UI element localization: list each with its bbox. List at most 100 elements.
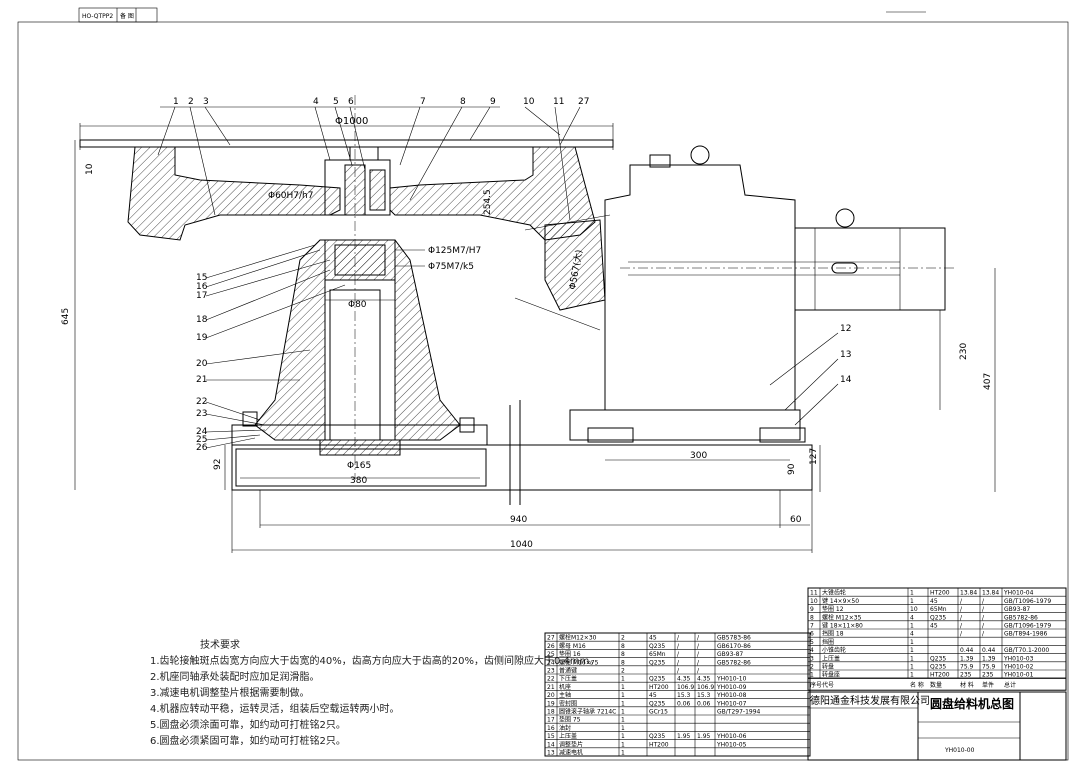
left-table-cell: 垫圈 75 — [559, 716, 581, 724]
right-table-cell: / — [960, 631, 963, 638]
right-table-header-cell: 材 料 — [960, 681, 974, 689]
fit-75: Φ75M7/k5 — [428, 262, 474, 272]
left-table-cell: / — [677, 643, 680, 650]
left-table-cell: GB/T297-1994 — [717, 709, 761, 716]
balloon-26: 26 — [196, 443, 208, 453]
left-table-cell: 调整垫片 — [559, 740, 583, 748]
right-table-cell: GB93-87 — [1004, 606, 1030, 613]
left-table-cell: 20 — [547, 692, 555, 699]
right-table-cell: 235 — [960, 672, 972, 679]
left-table-cell: YH010-10 — [716, 676, 747, 683]
left-table-cell: / — [677, 659, 680, 666]
dim-1040: 1040 — [510, 540, 533, 550]
balloon-8: 8 — [460, 97, 466, 107]
right-table-cell: 1.39 — [982, 655, 996, 662]
left-table-cell: 螺栓 M16×75 — [559, 658, 599, 666]
left-table-cell: 15.3 — [697, 692, 711, 699]
gear-motor: 300 — [509, 145, 955, 505]
right-table-cell: 1 — [910, 672, 914, 679]
note-4: 4.机器应转动平稳，运转灵活，组装后空载运转两小时。 — [150, 702, 400, 715]
left-table-cell: 2 — [621, 635, 625, 642]
base-dia: Φ165 — [347, 461, 371, 471]
balloon-11: 11 — [553, 97, 564, 107]
right-table-header-cell: 数量 — [930, 681, 942, 689]
right-table-cell: 2 — [810, 664, 814, 671]
right-table-cell: GB/T1096-1979 — [1004, 623, 1051, 630]
fit-60: Φ60H7/h7 — [268, 191, 314, 201]
balloon-2: 2 — [188, 97, 194, 107]
company-name: 德阳通金科技发展有限公司 — [810, 694, 930, 707]
balloon-19: 19 — [196, 333, 208, 343]
balloon-1: 1 — [173, 97, 179, 107]
shaft-dia: Φ80 — [348, 300, 367, 310]
dim-plate-thickness: 10 — [85, 163, 95, 175]
left-table-cell: 1 — [621, 750, 625, 757]
left-table-cell: 油封 — [559, 724, 571, 732]
right-table-cell: HT200 — [930, 590, 950, 597]
right-table-cell: 13.84 — [982, 590, 999, 597]
fit-125: Φ125M7/H7 — [428, 246, 481, 256]
tag-code: HO-QTPP2 — [82, 13, 113, 20]
right-table-cell: 45 — [930, 623, 938, 630]
left-table-cell: 1 — [621, 676, 625, 683]
right-table-cell: 垫圈 12 — [822, 605, 844, 613]
right-table-cell: / — [982, 606, 985, 613]
left-table-cell: 14 — [547, 741, 555, 748]
note-3: 3.减速电机调整垫片根据需要制做。 — [150, 686, 310, 699]
right-table-cell: / — [982, 631, 985, 638]
right-table-header-box — [807, 677, 1067, 691]
top-balloons: 1 2 3 4 5 6 7 8 9 10 11 27 — [157, 97, 589, 221]
right-table-cell: / — [960, 623, 963, 630]
drawing-border — [17, 21, 1069, 761]
balloon-7: 7 — [420, 97, 426, 107]
right-table-cell: GB/T70.1-2000 — [1004, 647, 1049, 654]
left-table-cell: 1 — [621, 725, 625, 732]
right-table-cell: YH010-01 — [1003, 672, 1034, 679]
left-table-cell: 106.9 — [697, 684, 714, 691]
balloon-3: 3 — [203, 97, 209, 107]
right-table-cell: 65Mn — [930, 606, 947, 613]
right-table-cell: 小锥齿轮 — [822, 646, 846, 654]
balloon-10: 10 — [523, 97, 535, 107]
left-table-cell: 上压盖 — [559, 732, 577, 740]
left-table-cell: 0.06 — [677, 700, 691, 707]
right-table-cell: YH010-02 — [1003, 664, 1034, 671]
left-table-cell: HT200 — [649, 741, 669, 748]
left-table-cell: YH010-07 — [716, 700, 747, 707]
note-1: 1.齿轮接触斑点齿宽方向应大于齿宽的40%，齿高方向应大于齿高的20%，齿侧间隙… — [150, 654, 599, 667]
tag-label: 备 图 — [120, 12, 134, 20]
left-table-cell: 45 — [649, 692, 657, 699]
right-table-header-cell: 代号 — [822, 681, 834, 689]
note-2: 2.机座同轴承处装配时应加足润滑脂。 — [150, 670, 320, 683]
left-table-cell: 26 — [547, 643, 555, 650]
left-table-border — [544, 632, 811, 757]
balloon-14: 14 — [840, 375, 852, 385]
right-table-cell: 8 — [810, 614, 814, 621]
dim-plate-dia: Φ1000 — [335, 116, 368, 127]
left-table-cell: GB5782-86 — [717, 659, 751, 666]
left-table-cell: 密封圈 — [559, 699, 577, 707]
left-table-cell: / — [697, 643, 700, 650]
right-table-cell: 75.9 — [982, 664, 996, 671]
left-table-cell: YH010-08 — [716, 692, 747, 699]
balloon-16: 16 — [196, 282, 208, 292]
dim-407: 407 — [983, 373, 993, 390]
right-table-cell: 键 14×9×50 — [822, 597, 859, 605]
left-table-cell: 螺栓M12×30 — [559, 634, 597, 642]
left-table-cell: Q235 — [649, 733, 665, 740]
right-table-cell: 5 — [810, 639, 814, 646]
right-table-cell: HT200 — [930, 672, 950, 679]
left-table-cell: 22 — [547, 676, 555, 683]
left-table-cell: 0.06 — [697, 700, 711, 707]
left-table-cell: 18 — [547, 709, 555, 716]
right-table-cell: GB/T1096-1979 — [1004, 598, 1051, 605]
right-table-cell: 10 — [910, 606, 918, 613]
left-table-cell: 15 — [547, 733, 555, 740]
right-table-cell: 大锥齿轮 — [822, 589, 846, 597]
left-table-cell: Q235 — [649, 676, 665, 683]
foundation: Φ165 380 — [231, 411, 813, 491]
left-table-cell: 16 — [547, 725, 555, 732]
balloon-23: 23 — [196, 409, 207, 419]
right-table-header-cell: 序号 — [810, 681, 822, 689]
